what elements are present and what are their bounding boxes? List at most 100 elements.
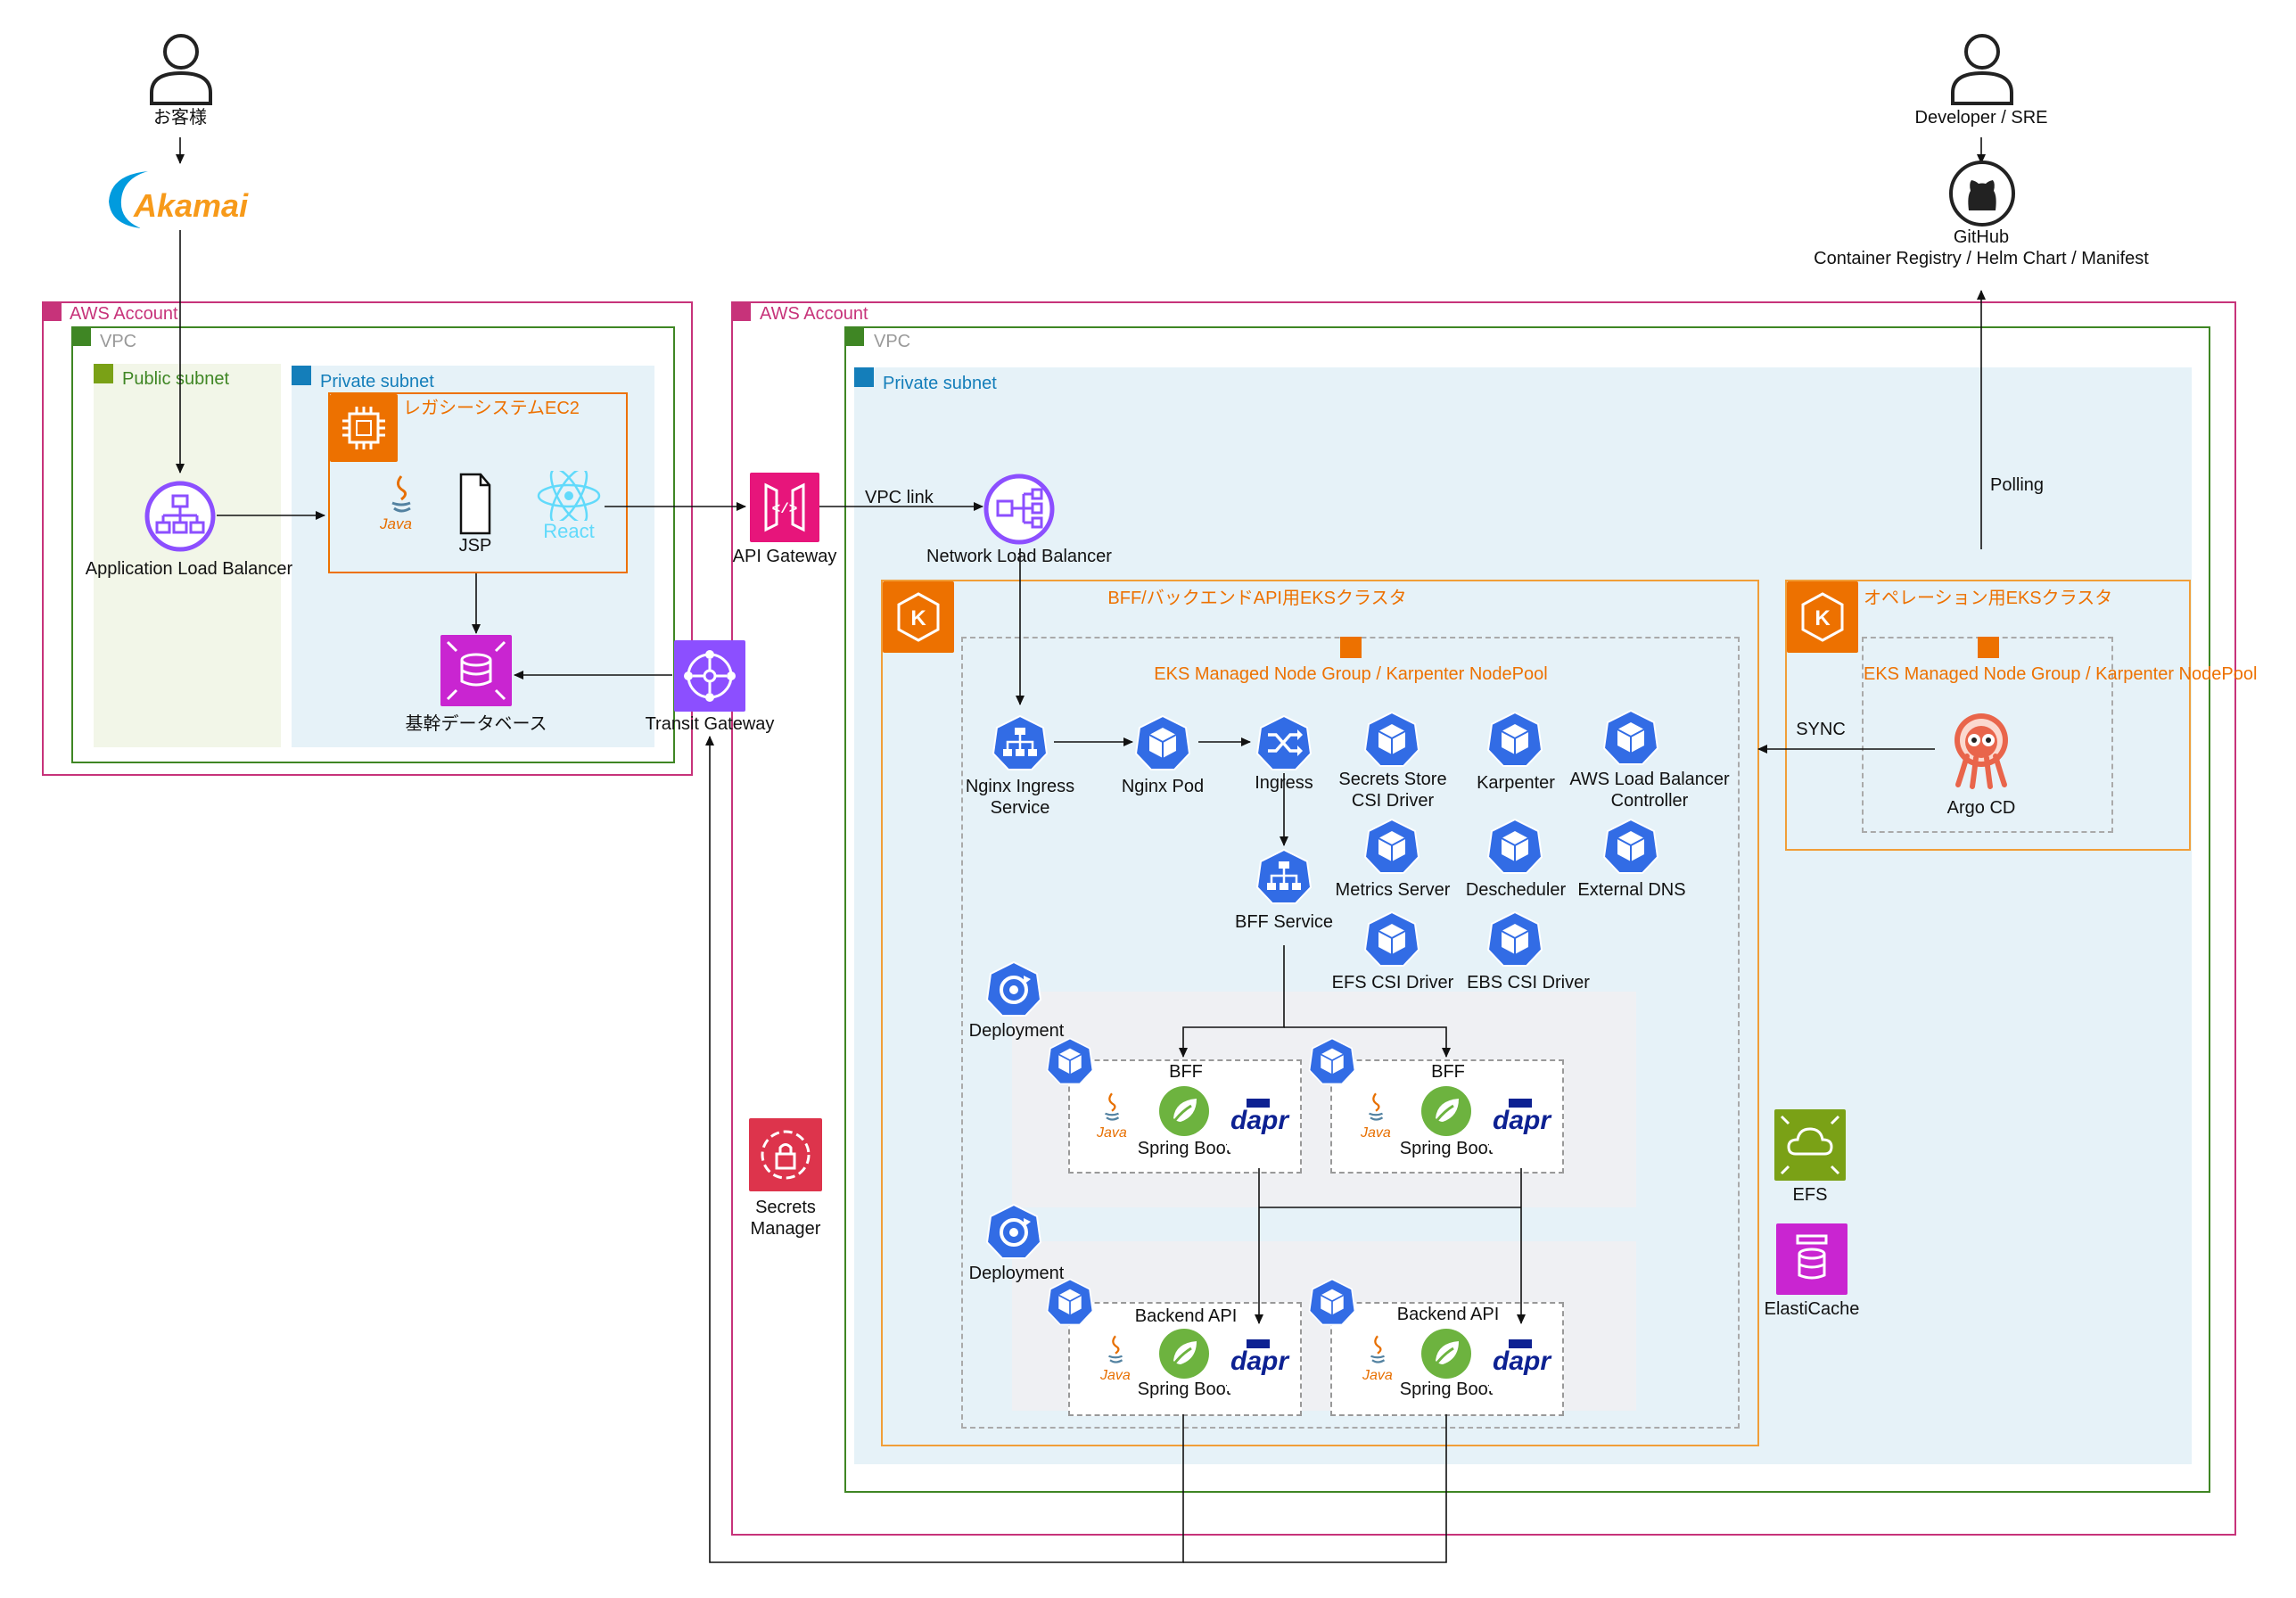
pod-icon [1308,1037,1356,1085]
elasticache-icon [1776,1223,1847,1295]
ebs-csi-driver-icon [1486,910,1543,967]
pod-icon [1046,1278,1094,1326]
public-subnet-label: Public subnet [122,369,230,389]
github-desc: Container Registry / Helm Chart / Manife… [1814,249,2149,268]
ingress-icon [1255,714,1313,770]
secrets-store-csi-label: Secrets Store CSI Driver [1338,770,1447,811]
aws-account-icon [42,301,62,321]
left-account-label: AWS Account [70,304,178,324]
svg-text:</>: </> [772,501,798,517]
left-vpc-label: VPC [100,332,137,351]
private-subnet-icon [854,367,874,387]
java-label: Java [380,515,412,532]
jsp-file-icon [459,473,491,535]
spring-boot-label: Spring Boot [1399,1139,1494,1158]
descheduler-label: Descheduler [1465,880,1567,900]
deployment-icon [985,960,1042,1017]
customer-user-icon [150,34,212,105]
dapr-hat-icon [1509,1339,1532,1348]
dapr-label: dapr [1230,1106,1289,1135]
spring-boot-icon [1421,1329,1471,1379]
alb-icon [144,481,216,552]
nginx-pod-icon [1134,714,1191,770]
spring-boot-icon [1159,1329,1209,1379]
left-private-subnet-label: Private subnet [320,372,434,391]
customer-label: お客様 [153,108,207,128]
bff-service-label: BFF Service [1234,912,1334,932]
legacy-ec2-group [328,392,628,573]
dapr-logo: dapr [1489,1329,1551,1391]
bff-deployment-label: Deployment [968,1021,1065,1041]
backend-pod-2-title: Backend API [1396,1305,1500,1324]
spring-boot-icon [1159,1086,1209,1136]
ebs-csi-driver-label: EBS CSI Driver [1467,973,1590,993]
efs-icon [1774,1109,1846,1181]
nginx-ingress-service-icon [992,714,1049,770]
private-subnet-icon [292,366,311,385]
akamai-logo-swoosh [109,171,148,228]
spring-boot-label: Spring Boot [1399,1380,1494,1399]
api-gateway-label: API Gateway [732,547,837,566]
bff-nodegroup-label: EKS Managed Node Group / Karpenter NodeP… [1154,664,1548,684]
public-subnet-icon [94,364,113,383]
dapr-logo: dapr [1489,1088,1551,1150]
elasticache-label: ElastiCache [1764,1299,1860,1319]
efs-csi-driver-label: EFS CSI Driver [1331,973,1454,993]
node-group-icon [1340,637,1362,658]
spring-boot-label: Spring Boot [1137,1139,1231,1158]
github-label: GitHub [1953,227,2010,247]
argocd-icon [1954,713,2008,789]
database-icon [440,635,512,706]
dapr-logo: dapr [1227,1088,1289,1150]
external-dns-label: External DNS [1577,880,1686,900]
bff-pod-2-title: BFF [1431,1062,1465,1082]
nlb-icon [983,474,1055,545]
dapr-hat-icon [1247,1099,1270,1108]
bff-service-icon [1255,848,1313,904]
efs-csi-driver-icon [1363,910,1420,967]
right-account-label: AWS Account [760,304,868,324]
secrets-manager-label: Secrets Manager [750,1198,821,1239]
bff-pod-1-title: BFF [1169,1062,1203,1082]
secrets-manager-icon [749,1118,822,1191]
eks-icon: K [883,581,954,653]
descheduler-icon [1486,818,1543,874]
right-vpc [844,326,2210,1493]
ingress-label: Ingress [1255,773,1313,793]
sync-label: SYNC [1796,720,1846,739]
ops-eks-cluster [1785,580,2191,851]
bff-eks-cluster [881,580,1759,1446]
secrets-store-csi-icon [1363,711,1420,767]
aws-lb-controller-label: AWS Load Balancer Controller [1569,770,1730,811]
nlb-label: Network Load Balancer [926,547,1112,566]
backend-deployment-label: Deployment [968,1264,1065,1283]
java-label: Java [1100,1368,1131,1383]
right-vpc-label: VPC [874,332,911,351]
metrics-server-label: Metrics Server [1335,880,1451,900]
metrics-server-icon [1363,818,1420,874]
developer-user-icon [1951,34,2013,105]
svg-text:K: K [910,606,926,630]
dapr-label: dapr [1230,1347,1289,1376]
backend-pod-1-title: Backend API [1134,1306,1238,1326]
api-gateway-icon: </> [750,473,819,542]
transit-gateway-icon [674,640,745,712]
pod-icon [1308,1278,1356,1326]
karpenter-icon [1486,711,1543,767]
react-label: React [543,520,595,542]
java-icon [1370,1335,1386,1363]
java-label: Java [1097,1125,1127,1141]
legacy-ec2-label: レガシーシステムEC2 [403,399,580,418]
github-icon [1949,161,2015,227]
akamai-logo-text: Akamai [134,187,249,224]
argocd-label: Argo CD [1946,798,2016,818]
jsp-label: JSP [458,536,492,556]
dapr-logo: dapr [1227,1329,1289,1391]
ops-cluster-title: オペレーション用EKSクラスタ [1864,589,2113,608]
react-icon [537,471,601,521]
deployment-icon [985,1203,1042,1259]
aws-account-icon [731,301,751,321]
dapr-label: dapr [1493,1347,1551,1376]
ec2-icon [330,394,398,462]
